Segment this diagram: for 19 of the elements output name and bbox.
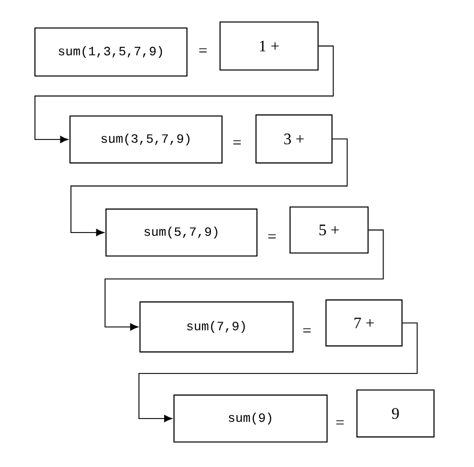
expression-box: sum(3,5,7,9) <box>69 115 223 164</box>
expression-box: sum(1,3,5,7,9) <box>34 27 188 77</box>
result-box: 5 + <box>290 206 369 254</box>
equals-sign: = <box>268 234 276 238</box>
expression-box: sum(7,9) <box>139 301 294 352</box>
equals-sign: = <box>336 420 344 424</box>
arrow <box>34 46 334 144</box>
equals-sign: = <box>303 328 311 332</box>
result-box: 7 + <box>325 299 403 346</box>
expression-box: sum(9) <box>173 394 328 443</box>
result-box: 3 + <box>255 114 333 164</box>
expression-box: sum(5,7,9) <box>105 208 258 257</box>
arrow <box>104 230 384 331</box>
equals-sign: = <box>233 140 241 144</box>
result-box: 9 <box>356 389 435 438</box>
equals-sign: = <box>199 48 207 52</box>
arrow <box>138 322 418 422</box>
result-box: 1 + <box>220 21 319 71</box>
arrow <box>70 138 348 236</box>
